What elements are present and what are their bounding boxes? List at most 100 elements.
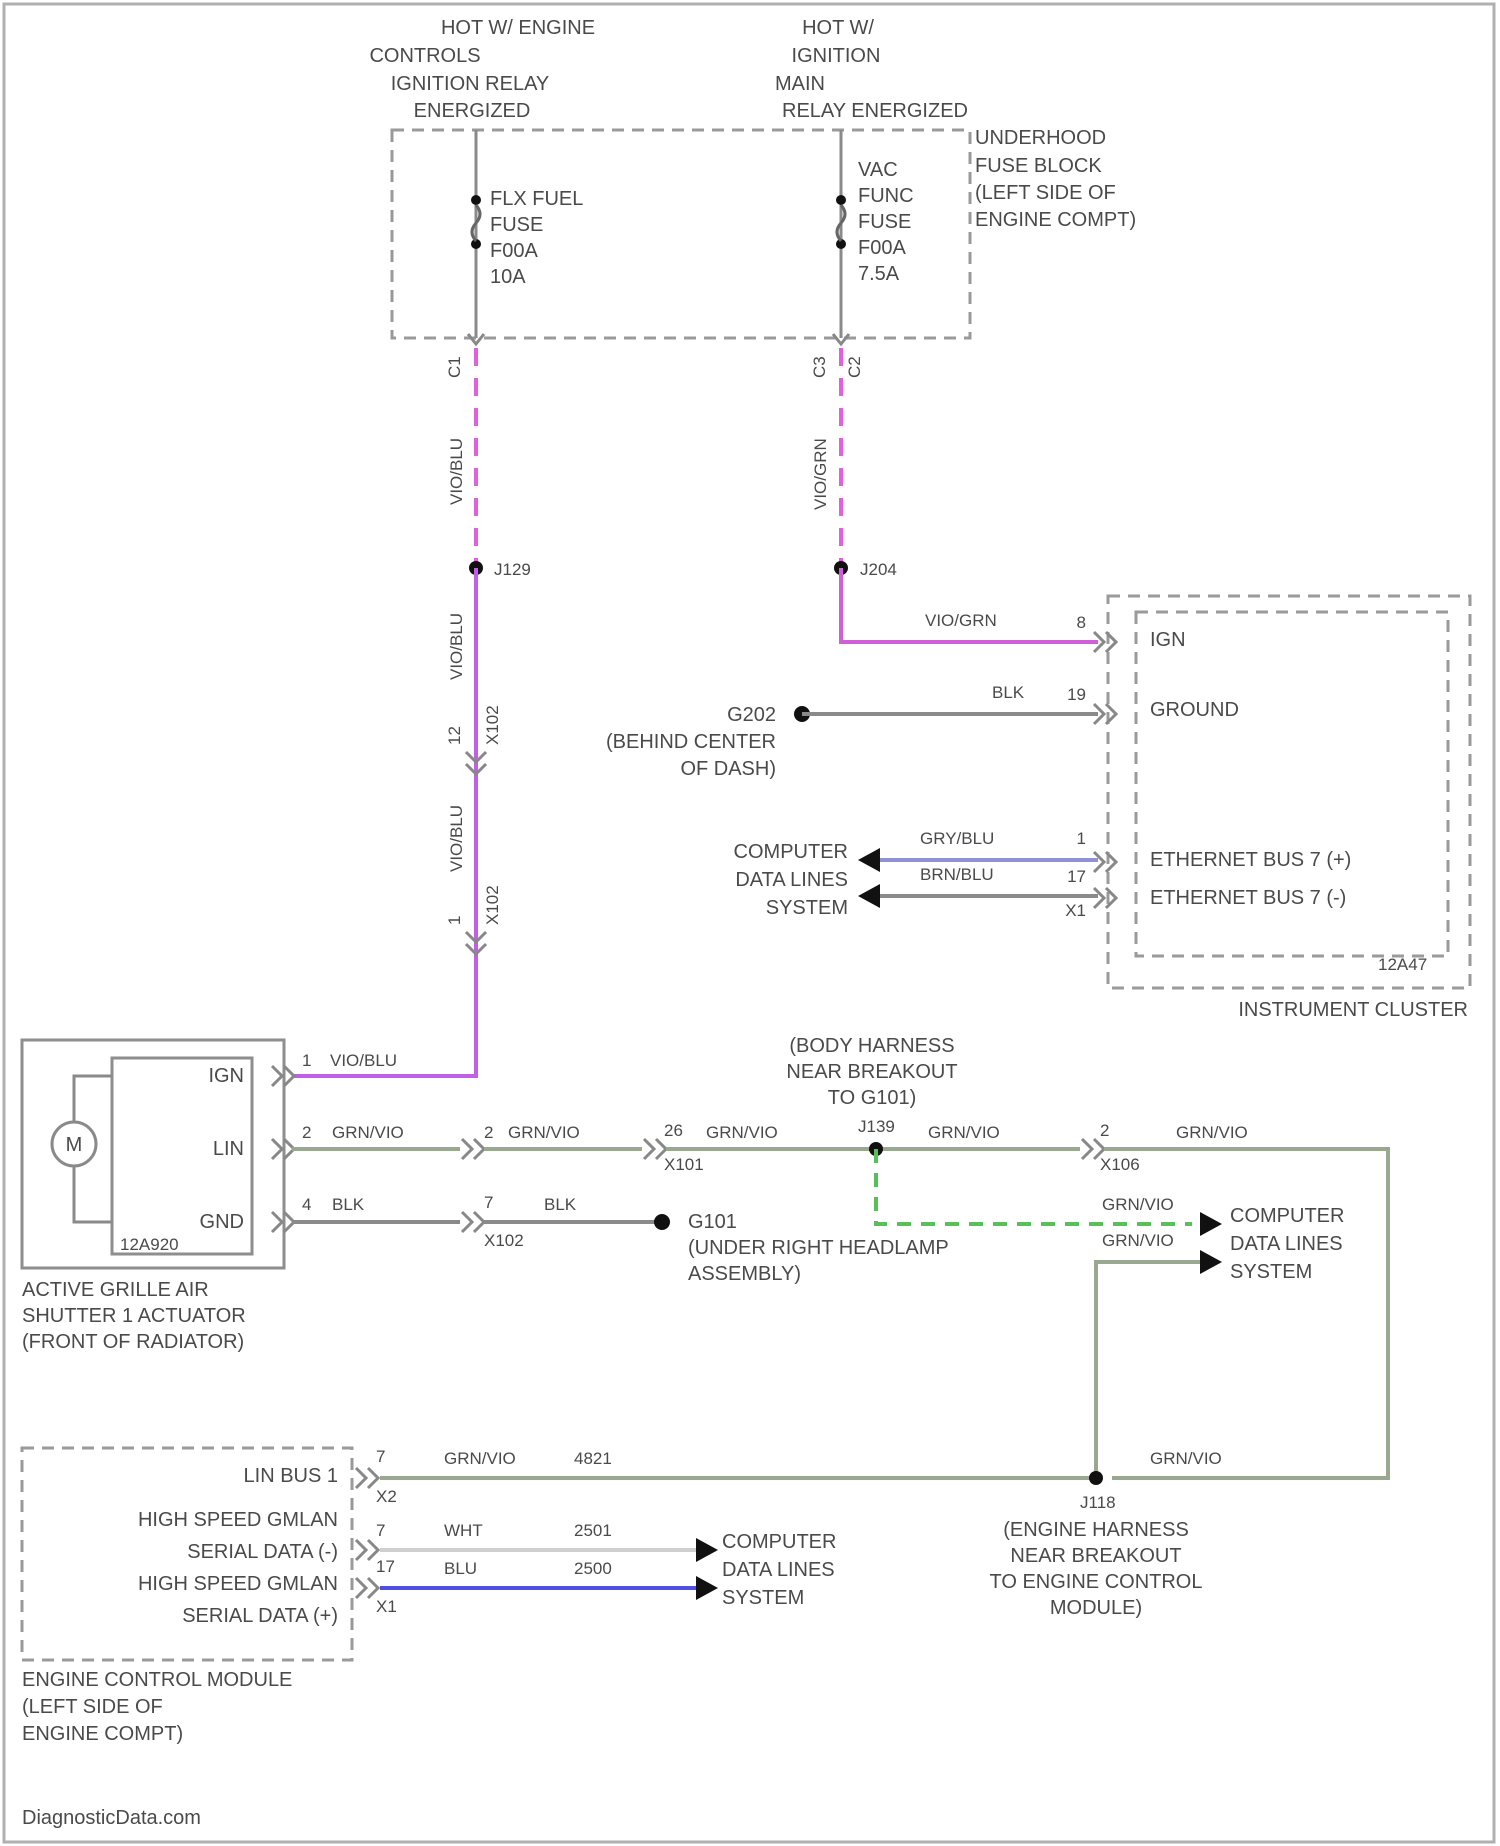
pin-label: C2	[845, 356, 864, 378]
wire-label: VIO/BLU	[330, 1051, 397, 1070]
source-left-label: HOT W/ ENGINE CONTROLS IGNITION RELAY EN…	[369, 17, 595, 122]
pin-number: 7	[376, 1521, 385, 1540]
svg-text:(LEFT SIDE OF: (LEFT SIDE OF	[22, 1696, 163, 1718]
splice-label: J129	[494, 560, 531, 579]
svg-text:G202: G202	[727, 704, 776, 726]
svg-text:SYSTEM: SYSTEM	[766, 897, 848, 919]
motor-symbol: M	[66, 1134, 83, 1156]
svg-text:IGNITION: IGNITION	[792, 45, 881, 67]
cluster-connector: X1	[1065, 901, 1086, 920]
cluster-pin-eth-minus: ETHERNET BUS 7 (-)	[1150, 887, 1346, 909]
svg-text:(FRONT OF RADIATOR): (FRONT OF RADIATOR)	[22, 1331, 244, 1353]
connector-label: X102	[483, 885, 502, 925]
pin-number: 8	[1077, 613, 1086, 632]
inline-connector	[462, 1139, 484, 1159]
svg-text:DATA LINES: DATA LINES	[1230, 1233, 1343, 1255]
svg-text:FUSE: FUSE	[490, 214, 543, 236]
cluster-ref: 12A47	[1378, 955, 1427, 974]
wire-label: VIO/BLU	[447, 613, 466, 680]
svg-text:HOT W/: HOT W/	[802, 17, 874, 39]
svg-text:IGNITION RELAY: IGNITION RELAY	[391, 73, 550, 95]
pin-number: 17	[376, 1557, 395, 1576]
ground-g101-point	[654, 1214, 670, 1230]
wire-label: VIO/GRN	[925, 611, 997, 630]
pin-label: C1	[445, 356, 464, 378]
pin-number: 26	[664, 1121, 683, 1140]
connector-symbol	[356, 1540, 378, 1560]
svg-text:COMPUTER: COMPUTER	[722, 1531, 836, 1553]
motor-lead	[74, 1166, 112, 1222]
watermark: DiagnosticData.com	[22, 1807, 201, 1829]
pin-number: 7	[376, 1447, 385, 1466]
connector-label: X2	[376, 1487, 397, 1506]
arrow-right-icon	[696, 1538, 718, 1562]
wire-label: GRN/VIO	[1102, 1231, 1174, 1250]
wire-label: GRY/BLU	[920, 829, 994, 848]
pin-number: 1	[302, 1051, 311, 1070]
arrow-left-icon	[858, 884, 880, 908]
engine-harness-label: (ENGINE HARNESS NEAR BREAKOUT TO ENGINE …	[990, 1519, 1203, 1619]
svg-text:10A: 10A	[490, 266, 526, 288]
connector-label: X102	[483, 705, 502, 745]
splice-label: J118	[1080, 1493, 1116, 1512]
circuit-number: 4821	[574, 1449, 612, 1468]
wire-label: GRN/VIO	[332, 1123, 404, 1142]
inline-connector	[462, 1212, 484, 1232]
wire-label: VIO/GRN	[811, 438, 830, 510]
wire-label: VIO/BLU	[447, 805, 466, 872]
pin-number: 7	[484, 1193, 493, 1212]
svg-text:NEAR BREAKOUT: NEAR BREAKOUT	[1010, 1545, 1181, 1567]
svg-text:ENGINE CONTROL MODULE: ENGINE CONTROL MODULE	[22, 1669, 292, 1691]
wire-label: GRN/VIO	[508, 1123, 580, 1142]
cluster-title: INSTRUMENT CLUSTER	[1238, 999, 1468, 1021]
svg-text:VAC: VAC	[858, 159, 898, 181]
ecm-pin-hs-high: HIGH SPEED GMLAN	[138, 1573, 338, 1595]
svg-text:UNDERHOOD: UNDERHOOD	[975, 127, 1106, 149]
svg-text:RELAY ENERGIZED: RELAY ENERGIZED	[782, 100, 968, 122]
actuator-pin-ign: IGN	[208, 1065, 244, 1087]
svg-text:COMPUTER: COMPUTER	[734, 841, 848, 863]
wire-label: BLU	[444, 1559, 477, 1578]
pin-number: 17	[1067, 867, 1086, 886]
cluster-pin-eth-plus: ETHERNET BUS 7 (+)	[1150, 849, 1351, 871]
wire-label: BRN/BLU	[920, 865, 994, 884]
svg-text:SYSTEM: SYSTEM	[1230, 1261, 1312, 1283]
fuse-left-label: FLX FUEL FUSE F00A 10A	[490, 188, 583, 288]
svg-text:(UNDER RIGHT HEADLAMP: (UNDER RIGHT HEADLAMP	[688, 1237, 949, 1259]
svg-text:ENGINE COMPT): ENGINE COMPT)	[22, 1723, 183, 1745]
svg-text:G101: G101	[688, 1211, 737, 1233]
svg-text:MAIN: MAIN	[775, 73, 825, 95]
wire-label: VIO/BLU	[447, 438, 466, 505]
wire-label: GRN/VIO	[1176, 1123, 1248, 1142]
svg-text:NEAR BREAKOUT: NEAR BREAKOUT	[786, 1061, 957, 1083]
pin-label: 12	[445, 726, 464, 745]
actuator-pin-gnd: GND	[200, 1211, 244, 1233]
connector-label: X101	[664, 1155, 704, 1174]
svg-text:FUNC: FUNC	[858, 185, 914, 207]
svg-text:(LEFT SIDE OF: (LEFT SIDE OF	[975, 182, 1116, 204]
svg-text:ACTIVE GRILLE AIR: ACTIVE GRILLE AIR	[22, 1279, 209, 1301]
svg-text:ENERGIZED: ENERGIZED	[414, 100, 531, 122]
svg-text:FUSE: FUSE	[858, 211, 911, 233]
cds-label-cluster: COMPUTER DATA LINES SYSTEM	[734, 841, 848, 919]
svg-text:TO ENGINE CONTROL: TO ENGINE CONTROL	[990, 1571, 1203, 1593]
actuator-ref: 12A920	[120, 1235, 179, 1254]
pin-number: 1	[1077, 829, 1086, 848]
svg-text:ENGINE COMPT): ENGINE COMPT)	[975, 209, 1136, 231]
pin-number: 2	[484, 1123, 493, 1142]
cds-label-ecm: COMPUTER DATA LINES SYSTEM	[722, 1531, 836, 1609]
body-harness-label: (BODY HARNESS NEAR BREAKOUT TO G101)	[786, 1035, 957, 1109]
ecm-pin-hs-low: SERIAL DATA (-)	[187, 1541, 338, 1563]
arrow-right-icon	[696, 1576, 718, 1600]
fuse-terminal	[471, 195, 481, 205]
wire-label: GRN/VIO	[444, 1449, 516, 1468]
instrument-cluster-box	[1108, 596, 1470, 988]
wire-label: BLK	[544, 1195, 577, 1214]
svg-text:ASSEMBLY): ASSEMBLY)	[688, 1263, 801, 1285]
cluster-pin-ground: GROUND	[1150, 699, 1239, 721]
svg-text:FLX FUEL: FLX FUEL	[490, 188, 583, 210]
connector-label: X1	[376, 1597, 397, 1616]
connector-label: X106	[1100, 1155, 1140, 1174]
actuator-label: ACTIVE GRILLE AIR SHUTTER 1 ACTUATOR (FR…	[22, 1279, 246, 1353]
svg-text:FUSE BLOCK: FUSE BLOCK	[975, 155, 1102, 177]
